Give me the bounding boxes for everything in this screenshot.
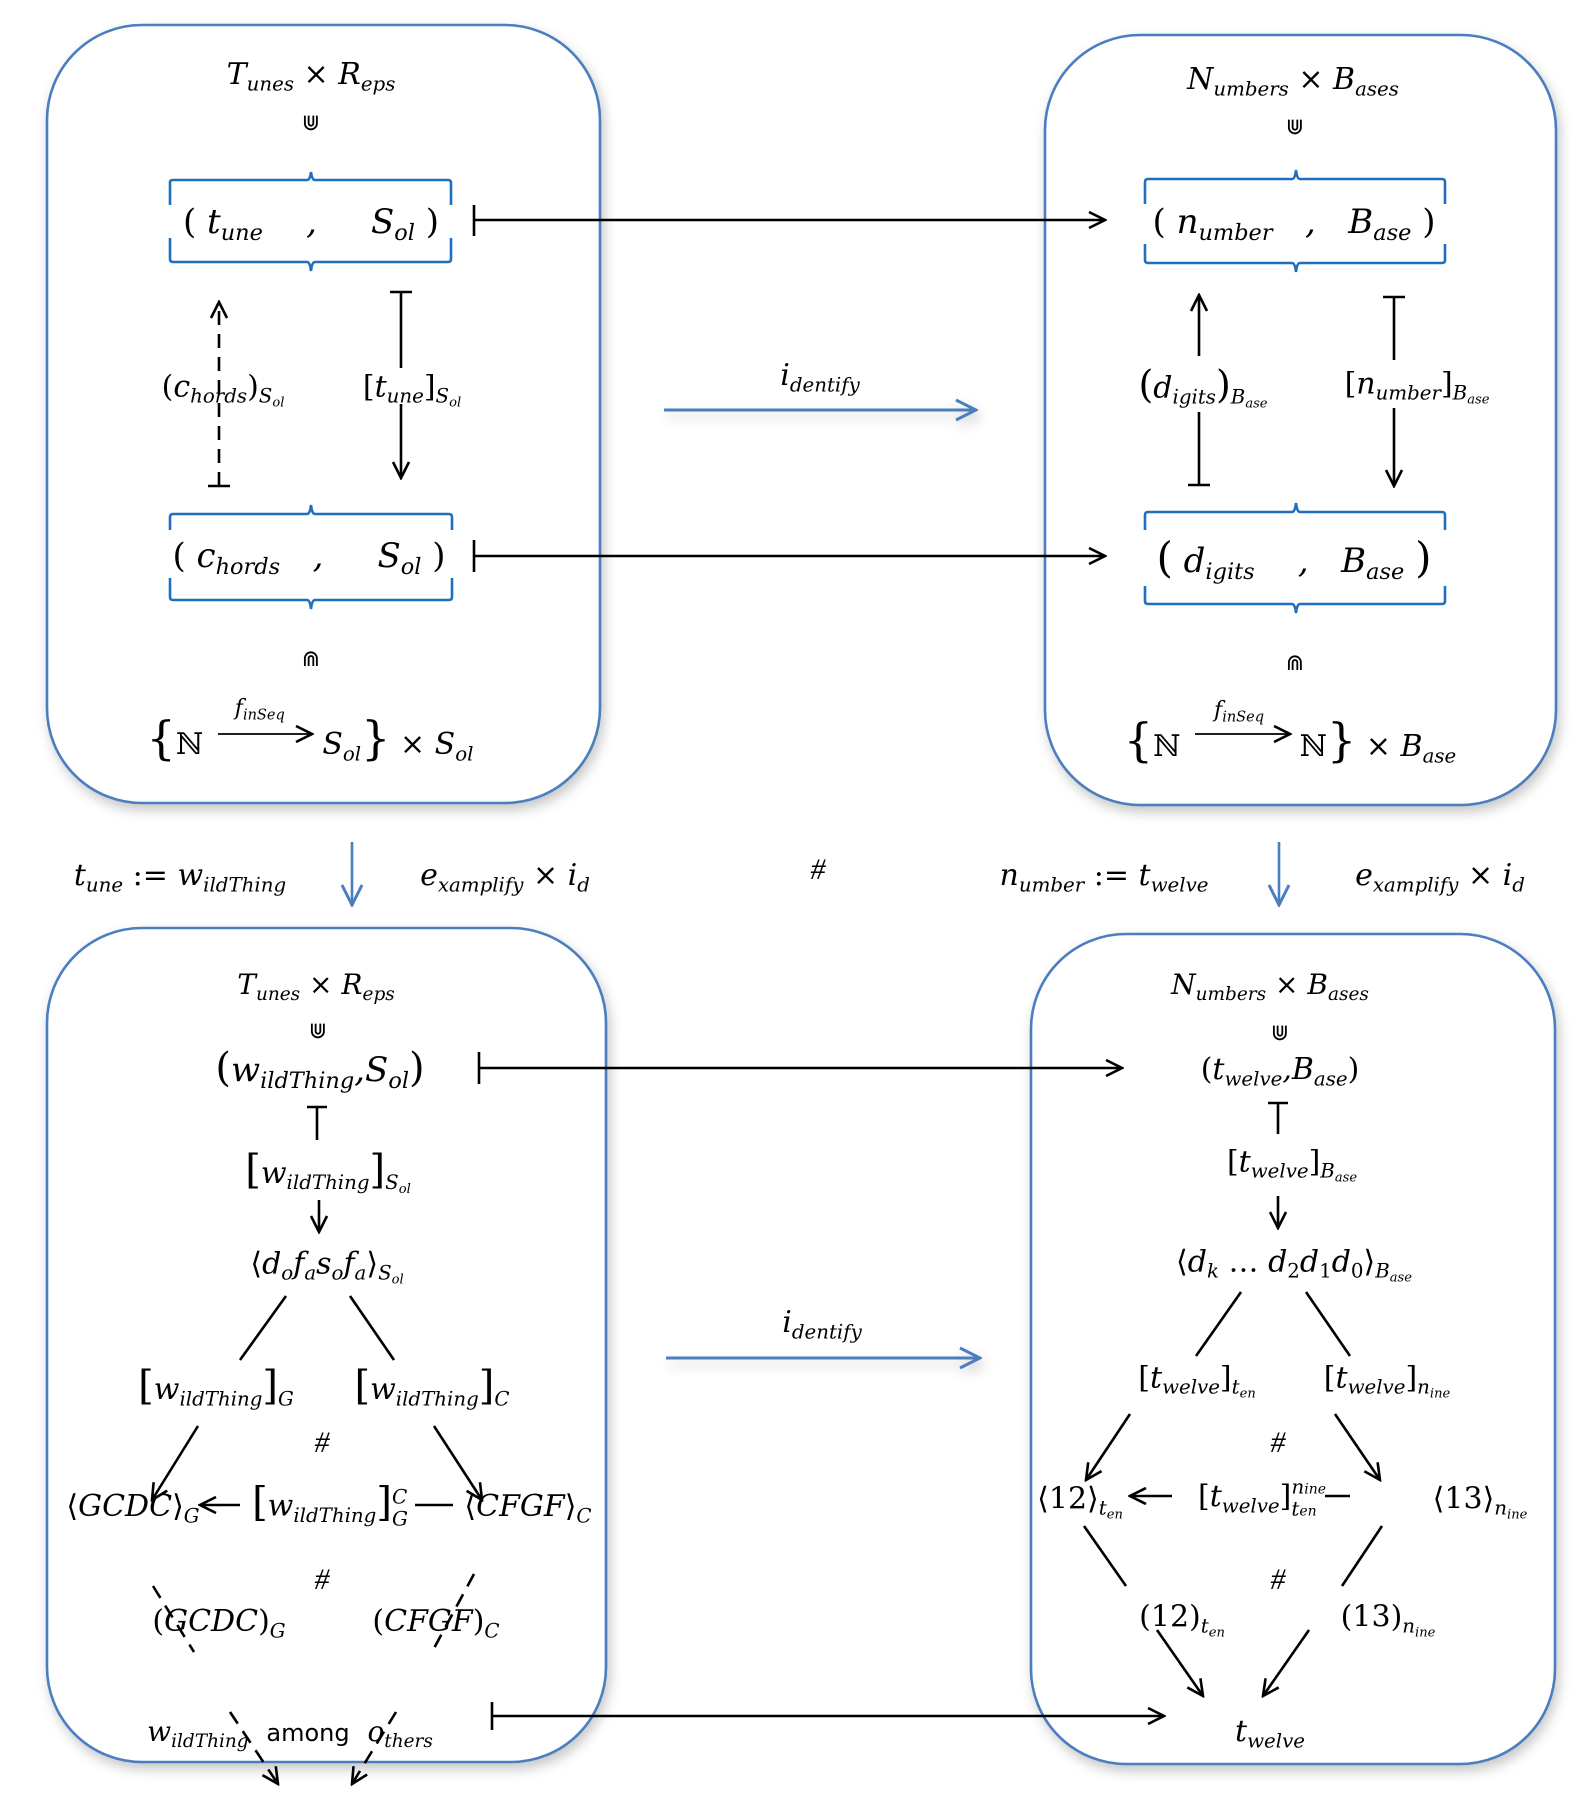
br-line-seq-to-ten [1194,1291,1243,1357]
br-rep: [twelve]Base [1226,1144,1358,1186]
bl-rep: [wildThing]Sol [245,1146,411,1198]
bl-seq: ⟨dofasofa⟩Sol [250,1246,404,1288]
tr-ni-bottom-icon: ⋒ [1285,651,1305,676]
mapsto-arrow-top-2 [472,540,1105,572]
left-exemplify-label: examplify × id [420,858,590,897]
panel-bottom-right [1029,932,1557,1766]
bl-line-seq-to-c [348,1295,396,1361]
panel-top-left [45,23,602,805]
bl-ni-icon: ⋓ [308,1019,328,1044]
bl-dashed-gcdc-down [151,1585,196,1653]
br-hash-1: # [1270,1426,1286,1459]
right-exemplify-label: examplify × id [1355,858,1525,897]
br-arrow-ten-to-twelve [1086,1413,1132,1480]
br-line-seq-to-nine [1304,1291,1352,1357]
bl-hash-1: # [314,1426,330,1459]
tr-pair1: ( number , Base ) [1152,202,1436,247]
brace-top-right-pair2 [1143,502,1447,614]
br-pair: (twelve,Base) [1200,1052,1360,1091]
identify-label-top: identify [780,358,860,397]
tl-pair1: ( tune , Sol ) [182,202,440,247]
br-seq: ⟨dk … d2d1d0⟩Base [1176,1244,1412,1286]
panel-top-right [1043,33,1558,807]
bl-cfgf-angle: ⟨CFGF⟩C [464,1489,592,1528]
tr-title: Numbers × Bases [1187,62,1399,101]
tl-title: Tunes × Reps [226,57,396,96]
arrow-digits-up [1188,295,1210,487]
br-thirteen-angle: ⟨13⟩nine [1432,1481,1528,1523]
tl-set-expression: {ℕ finSeq Sol} × Sol [146,696,474,766]
br-result: twelve [1235,1714,1305,1753]
br-rep-nine: [twelve]nine [1323,1360,1451,1402]
bl-rep-g: [wildThing]G [138,1363,294,1411]
arrow-tune-rep-down [390,290,412,478]
tr-digits-map-label: (digits)Base [1138,362,1268,412]
br-title: Numbers × Bases [1171,968,1369,1005]
dashed-arrow-chords-up [208,302,230,488]
br-arrow-thirteen-paren-to-result [1263,1629,1311,1696]
br-arrow-twelve-paren-to-result [1155,1629,1203,1696]
tl-ni-top-icon: ⋓ [301,111,321,136]
brace-top-left-pair1 [168,171,453,272]
middle-hash: # [810,853,826,886]
br-line-twelve-down [1082,1525,1128,1587]
bl-result: wildThing among others [147,1715,433,1752]
arrow-number-rep-down [1383,295,1405,486]
mapsto-arrow-top-1 [472,205,1105,236]
br-ni-icon: ⋓ [1270,1021,1290,1046]
mapsto-arrow-bottom-1 [477,1052,1122,1084]
identify-label-bottom: identify [782,1305,862,1344]
br-thirteen-paren: (13)nine [1340,1599,1436,1641]
bl-cfgf-paren: (CFGF)C [372,1604,500,1643]
bl-pair: (wildThing,Sol) [215,1045,425,1095]
panel-bottom-left [45,926,608,1764]
brace-top-left-pair2 [168,504,454,610]
mapsto-arrow-bottom-2 [490,1702,1164,1730]
br-line-thirteen-down [1340,1525,1384,1587]
bl-arrow-rep-up [307,1105,327,1140]
br-rep-ten: [twelve]ten [1138,1360,1256,1402]
tr-ni-top-icon: ⋓ [1285,115,1305,140]
tl-ni-bottom-icon: ⋒ [301,647,321,672]
br-twelve-angle: ⟨12⟩ten [1037,1481,1123,1523]
br-arrow-rep-up [1268,1101,1288,1134]
tr-pair2: ( digits , Base ) [1156,533,1432,586]
br-twelve-paren: (12)ten [1139,1599,1225,1641]
tl-tune-rep-label: [tune]Sol [362,369,462,411]
tr-number-rep-label: [number]Base [1344,366,1490,408]
tl-pair2: ( chords , Sol ) [172,536,446,581]
bl-gcdc-paren: (GCDC)G [152,1604,286,1643]
right-assignment: number := twelve [999,858,1209,897]
left-assignment: tune := wildThing [73,858,287,897]
tl-chords-map-label: (chords)Sol [161,369,285,411]
bl-hash-2: # [314,1563,330,1596]
br-arrow-nine-to-thirteen [1333,1413,1380,1480]
bl-rep-c: [wildThing]C [354,1363,510,1411]
bl-title: Tunes × Reps [237,968,395,1005]
tr-set-expression: {ℕ finSeq ℕ} × Base [1123,698,1457,768]
brace-top-right-pair1 [1143,169,1447,273]
bl-dashed-gcdc-paren-to-result [228,1711,278,1784]
br-hash-2: # [1270,1563,1286,1596]
bl-gcdc-angle: ⟨GCDC⟩G [66,1489,200,1528]
bl-arrow-c-to-cfgf [432,1425,482,1500]
bl-dashed-cfgf-paren-to-result [352,1711,398,1784]
bl-line-seq-to-g [238,1295,288,1361]
bl-dashed-cfgf-down [430,1573,476,1653]
bl-arrow-g-to-gcdc [152,1425,200,1500]
